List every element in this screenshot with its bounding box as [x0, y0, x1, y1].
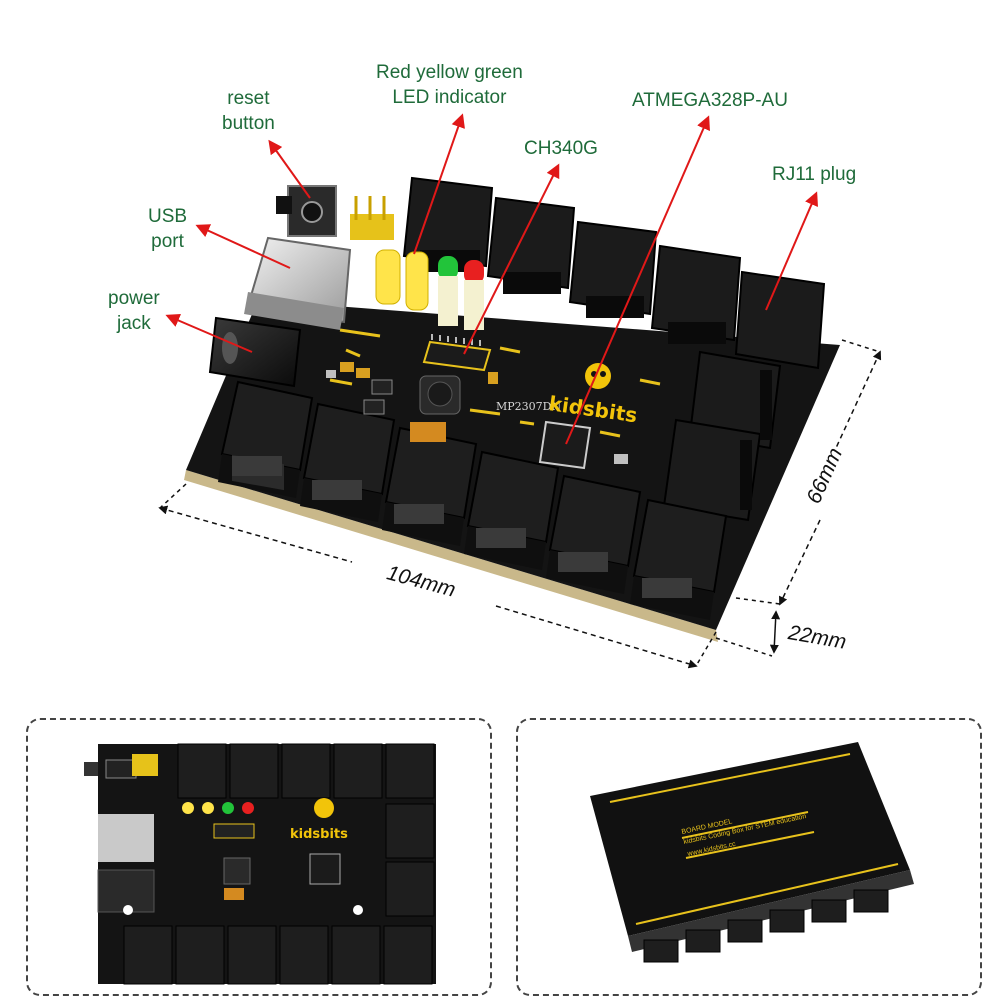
board-edge	[184, 470, 718, 642]
arrow-reset	[268, 139, 311, 199]
rj11-right-column	[662, 350, 782, 522]
ch340g-chip	[422, 334, 492, 372]
tantalum-capacitor	[410, 422, 446, 442]
label-power-jack: power jack	[108, 286, 160, 336]
top-view-brand: kidsbits	[290, 827, 348, 842]
bottom-view-panel: BOARD MODEL kidsbits Coding Box for STEM…	[516, 718, 982, 996]
arrow-atmega	[565, 115, 710, 445]
inductor	[419, 375, 461, 415]
label-atmega: ATMEGA328P-AU	[632, 90, 788, 111]
dimension-lines	[158, 339, 882, 669]
label-power-line1: power	[108, 288, 160, 309]
label-usb-line1: USB	[148, 206, 188, 227]
label-power-line2: jack	[116, 313, 151, 334]
arrow-power	[165, 313, 253, 353]
dc-power-jack	[208, 316, 302, 388]
label-usb-line2: port	[151, 231, 184, 252]
arrow-usb	[195, 224, 291, 269]
label-rj11: RJ11 plug	[772, 164, 857, 185]
label-usb-port: USB port	[148, 204, 187, 254]
led-indicators	[375, 249, 484, 330]
label-reset-line1: reset	[227, 88, 270, 109]
arrow-rj11	[765, 191, 818, 311]
header-pins	[350, 196, 394, 240]
rj11-back-row	[402, 176, 826, 370]
atmega328p-chip	[538, 420, 592, 470]
arrow-led	[413, 113, 465, 255]
smd-components	[326, 362, 628, 464]
label-led-line1: Red yellow green	[376, 62, 523, 83]
usb-b-port	[244, 236, 352, 330]
rj11-front-row	[218, 380, 728, 620]
bottom-view-board: BOARD MODEL kidsbits Coding Box for STEM…	[590, 742, 914, 963]
top-view-board: kidsbits	[84, 743, 436, 985]
reset-button-part	[276, 185, 337, 237]
callout-arrows	[165, 113, 818, 445]
board-chip-marking: MP2307DN	[496, 400, 561, 413]
arrow-ch340	[463, 163, 560, 355]
label-led-line2: LED indicator	[392, 87, 507, 108]
label-reset-button: reset button	[222, 86, 275, 136]
label-reset-line2: button	[222, 113, 275, 134]
label-led-indicator: Red yellow green LED indicator	[376, 60, 523, 110]
silkscreen-marks	[329, 328, 661, 438]
top-view-panel: kidsbits	[26, 718, 492, 996]
label-ch340g: CH340G	[524, 138, 598, 159]
main-board-photo: MP2307DN kidsbits	[184, 176, 840, 642]
